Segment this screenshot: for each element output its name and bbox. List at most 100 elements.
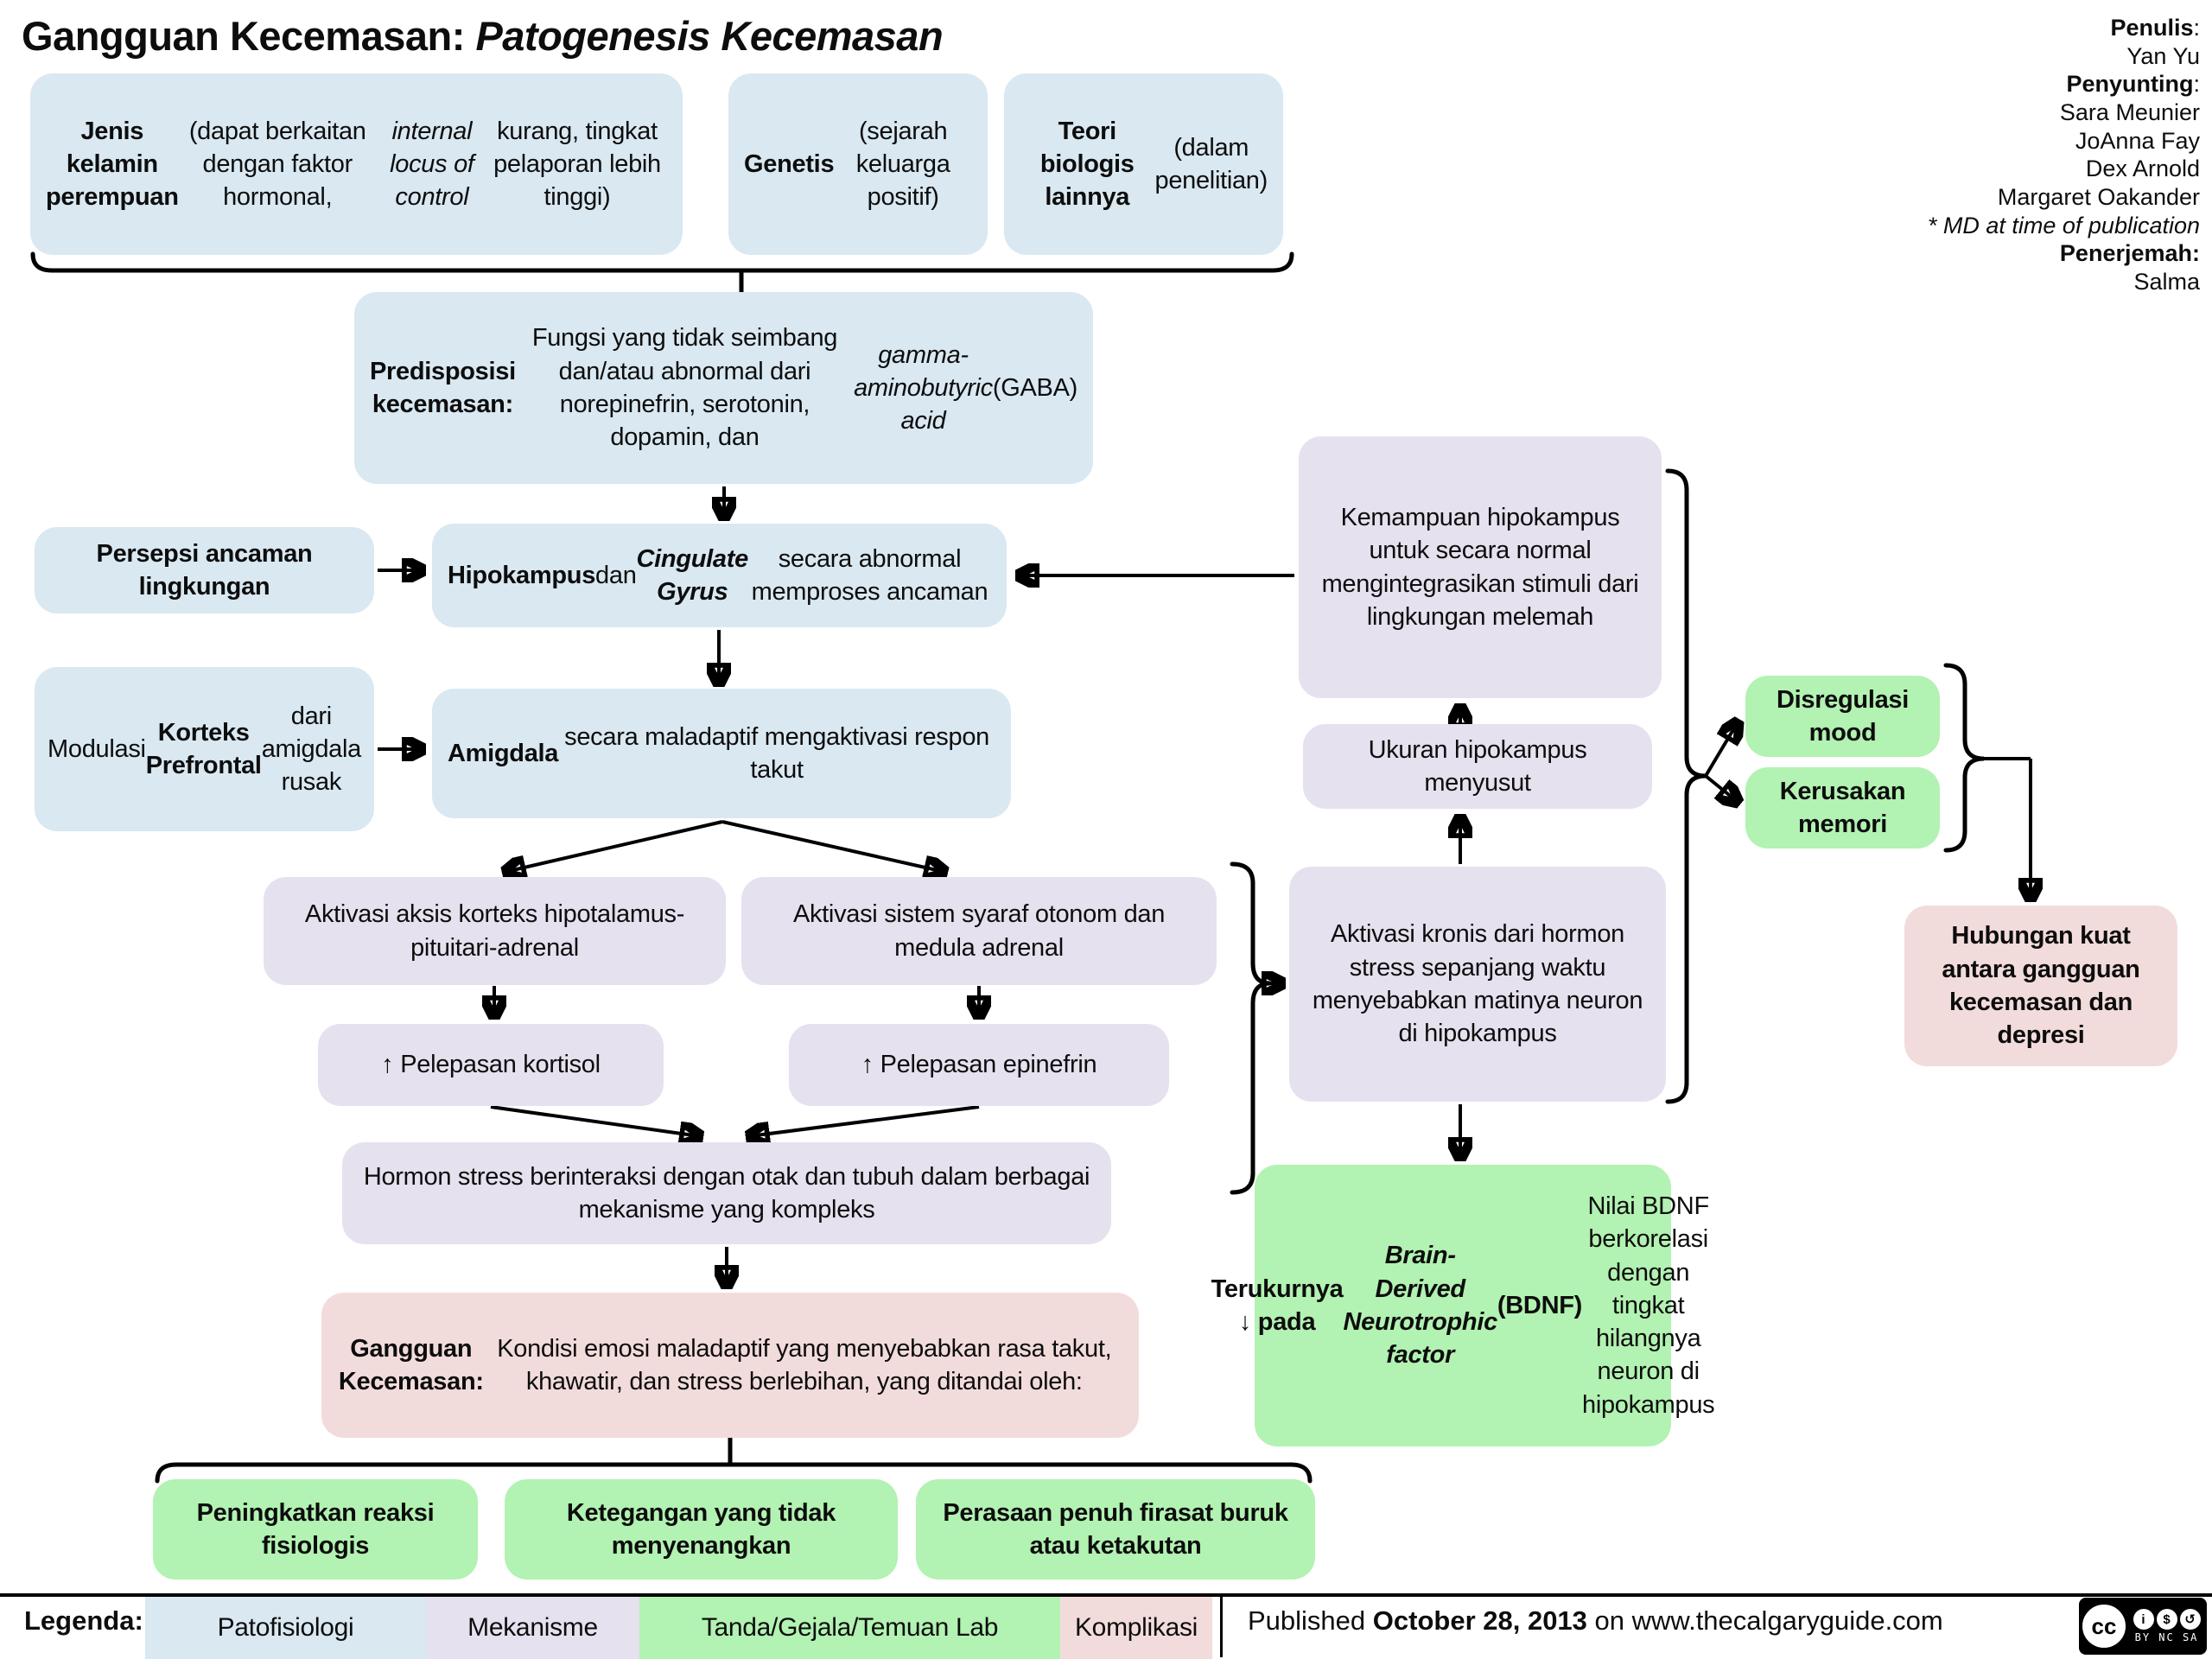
box-reaksi-fisiologis: Peningkatkan reaksi fisiologis: [153, 1479, 478, 1580]
text-segment: :: [2193, 15, 2200, 41]
text-segment: Kondisi emosi maladaptif yang menyebabka…: [497, 1334, 1112, 1395]
box-ketegangan: Ketegangan yang tidak menyenangkan: [505, 1479, 898, 1580]
credit-line: Salma: [1928, 268, 2200, 296]
text-segment: secara maladaptif mengaktivasi respon ta…: [564, 722, 989, 784]
text-segment: Penyunting: [2066, 71, 2194, 98]
text-segment: Aktivasi aksis korteks hipotalamus-pitui…: [304, 900, 685, 962]
credit-line: Penerjemah:: [1928, 239, 2200, 268]
text-segment: Ukuran hipokampus menyusut: [1368, 735, 1587, 797]
legend-label: Legenda:: [24, 1605, 143, 1636]
text-segment: Gangguan Kecemasan:: [22, 13, 476, 59]
text-segment: Terukurnya ↓ pada: [1211, 1274, 1344, 1336]
text-segment: on www.thecalgaryguide.com: [1586, 1605, 1943, 1636]
text-segment: (dalam penelitian): [1154, 133, 1268, 194]
text-segment: Amigdala: [448, 739, 559, 767]
box-pelepasan-kortisol: ↑ Pelepasan kortisol: [318, 1024, 664, 1106]
legend-komplikasi: Komplikasi: [1060, 1597, 1212, 1659]
box-disregulasi-mood: Disregulasi mood: [1745, 676, 1940, 757]
cc-license-badge: cc i $ ↺ BY NC SA: [2079, 1598, 2207, 1655]
cc-icons-row: i $ ↺: [2133, 1609, 2201, 1630]
text-segment: internal locus of control: [390, 117, 474, 212]
box-teori-biologis: Teori biologis lainnya (dalam penelitian…: [1004, 73, 1283, 255]
arrow-amigdala-hpa: [505, 820, 723, 872]
legend-bar: [0, 1593, 2212, 1659]
box-persepsi-ancaman: Persepsi ancaman lingkungan: [35, 527, 374, 613]
text-segment: Perasaan penuh firasat buruk atau ketaku…: [943, 1498, 1288, 1560]
text-segment: Jenis kelamin perempuan: [46, 117, 179, 212]
credit-line: Yan Yu: [1928, 42, 2200, 71]
text-segment: dan: [595, 561, 637, 589]
bracket-bottom-signs: [155, 1433, 1313, 1484]
box-amigdala: Amigdala secara maladaptif mengaktivasi …: [432, 689, 1011, 818]
text-segment: Cingulate Gyrus: [636, 544, 749, 606]
arrow-bracket-disregulasi: [1704, 722, 1738, 778]
box-pelepasan-epinefrin: ↑ Pelepasan epinefrin: [789, 1024, 1169, 1106]
legend-patofisiologi: Patofisiologi: [145, 1597, 426, 1659]
text-segment: secara abnormal memproses ancaman: [751, 544, 988, 606]
box-firasat-buruk: Perasaan penuh firasat buruk atau ketaku…: [916, 1479, 1315, 1580]
text-segment: Modulasi: [48, 734, 146, 763]
text-segment: Margaret Oakander: [1997, 183, 2200, 210]
cc-sa-icon: ↺: [2179, 1609, 2201, 1630]
text-segment: Fungsi yang tidak seimbang dan/atau abno…: [531, 324, 838, 452]
page-title: Gangguan Kecemasan: Patogenesis Kecemasa…: [22, 12, 944, 60]
text-segment: (GABA): [992, 373, 1077, 402]
bracket-hippocampus-group: [1665, 468, 1707, 1104]
box-modulasi-korteks: Modulasi Korteks Prefrontal dari amigdal…: [35, 667, 374, 831]
text-segment: Hubungan kuat antara gangguan kecemasan …: [1942, 922, 2140, 1050]
credit-line: Margaret Oakander: [1928, 183, 2200, 212]
text-segment: * MD at time of publication: [1927, 212, 2200, 238]
text-segment: Gangguan Kecemasan:: [338, 1334, 484, 1395]
text-segment: Kemampuan hipokampus untuk secara normal…: [1321, 503, 1639, 631]
text-segment: dari amigdala rusak: [261, 702, 362, 797]
text-segment: Brain-Derived Neurotrophic factor: [1343, 1242, 1497, 1370]
bracket-top-predisposition: [30, 251, 1294, 295]
text-segment: Ketegangan yang tidak menyenangkan: [566, 1498, 836, 1560]
box-gangguan-kecemasan: Gangguan Kecemasan:Kondisi emosi maladap…: [321, 1293, 1139, 1438]
box-jenis-kelamin-perempuan: Jenis kelamin perempuan (dapat berkaitan…: [30, 73, 683, 255]
arrow-epinefrin-hormon: [749, 1105, 980, 1136]
box-hubungan-depresi: Hubungan kuat antara gangguan kecemasan …: [1904, 906, 2177, 1066]
arrow-bracket-kerusakan: [1704, 774, 1738, 802]
cc-license-label: BY NC SA: [2134, 1631, 2199, 1643]
box-genetis: Genetis(sejarah keluarga positif): [728, 73, 988, 255]
text-segment: Korteks Prefrontal: [145, 718, 262, 779]
legend-divider: [1220, 1597, 1223, 1657]
text-segment: Dex Arnold: [2085, 156, 2200, 182]
text-segment: Predisposisi kecemasan:: [370, 357, 516, 418]
text-segment: Nilai BDNF berkorelasi dengan tingkat hi…: [1581, 1192, 1715, 1419]
text-segment: kurang, tingkat pelaporan lebih tinggi): [493, 117, 661, 212]
text-segment: Hormon stress berinteraksi dengan otak d…: [363, 1162, 1090, 1224]
credit-line: Penyunting:: [1928, 70, 2200, 99]
text-segment: (sejarah keluarga positif): [855, 117, 950, 212]
box-hormon-stress: Hormon stress berinteraksi dengan otak d…: [342, 1142, 1111, 1244]
credit-line: Sara Meunier: [1928, 99, 2200, 127]
credit-line: Penulis:: [1928, 14, 2200, 42]
text-segment: Sara Meunier: [2059, 99, 2200, 125]
box-sistem-otonom: Aktivasi sistem syaraf otonom dan medula…: [741, 877, 1217, 985]
box-aktivasi-kronis: Aktivasi kronis dari hormon stress sepan…: [1289, 867, 1666, 1102]
text-segment: Penerjemah:: [2059, 240, 2200, 267]
text-segment: (BDNF): [1497, 1291, 1582, 1319]
cc-nc-icon: $: [2156, 1609, 2177, 1630]
box-kerusakan-memori: Kerusakan memori: [1745, 767, 1940, 849]
cc-by-icon: i: [2133, 1609, 2154, 1630]
text-segment: JoAnna Fay: [2075, 127, 2200, 154]
text-segment: Disregulasi mood: [1776, 685, 1910, 747]
legend-mekanisme: Mekanisme: [426, 1597, 639, 1659]
text-segment: :: [2193, 71, 2200, 98]
text-segment: October 28, 2013: [1372, 1605, 1587, 1636]
text-segment: ↑ Pelepasan kortisol: [381, 1051, 601, 1079]
text-segment: Peningkatkan reaksi fisiologis: [196, 1498, 435, 1560]
cc-logo-icon: cc: [2082, 1605, 2126, 1648]
text-segment: Teori biologis lainnya: [1039, 117, 1135, 212]
box-aksis-hpa: Aktivasi aksis korteks hipotalamus-pitui…: [264, 877, 726, 985]
credit-line: Dex Arnold: [1928, 155, 2200, 183]
credit-line: JoAnna Fay: [1928, 127, 2200, 156]
bracket-mood-memory: [1943, 663, 1985, 853]
text-segment: Hipokampus: [448, 561, 596, 589]
text-segment: Persepsi ancaman lingkungan: [96, 539, 313, 601]
arrow-kortisol-hormon: [490, 1105, 700, 1136]
